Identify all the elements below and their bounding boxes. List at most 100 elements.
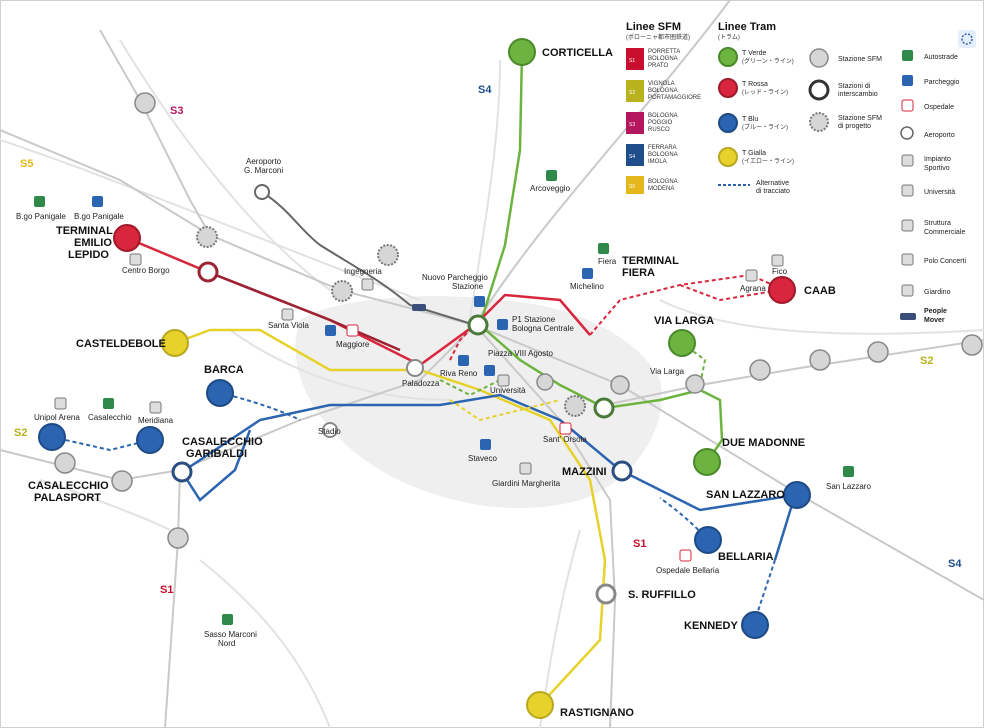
legend-tram-rossa-name: T Rossa xyxy=(742,81,768,88)
label-emilio-lepido-3: LEPIDO xyxy=(68,249,109,261)
label-staveco: Staveco xyxy=(468,454,497,463)
label-sasso-marconi-2: Nord xyxy=(218,639,235,648)
label-fico: Fico xyxy=(772,267,788,276)
legend-sfm-s3-t1: BOLOGNA xyxy=(648,113,678,119)
legend-tram-rossa-sub: (レッド・ライン) xyxy=(742,89,788,96)
sport-icon xyxy=(901,154,914,167)
label-casalecchio: Casalecchio xyxy=(88,413,132,422)
autostrade-icon xyxy=(902,50,913,61)
label-agrana: Agrana xyxy=(740,284,766,293)
label-bgo-panigale-2: B.go Panigale xyxy=(74,212,124,221)
terminal-via-larga-station xyxy=(668,329,696,357)
legend-station-progetto-1: Stazione SFM xyxy=(838,115,882,122)
commercial-icon xyxy=(361,278,374,291)
terminal-corticella-station xyxy=(508,38,536,66)
line-green xyxy=(478,51,724,463)
tag-s3: S3 xyxy=(170,105,183,117)
line-red-dark xyxy=(207,270,401,352)
place-labels: Aeroporto G. Marconi B.go Panigale B.go … xyxy=(16,157,871,648)
rail-s1-se xyxy=(474,324,617,728)
autostrade-icon xyxy=(34,196,45,207)
legend-tram-blu-sub: (ブルー・ライン) xyxy=(742,123,788,131)
interchange-station xyxy=(254,184,270,200)
sfm-station xyxy=(809,349,831,371)
legend-tram-verde: T Verde (グリーン・ライン) xyxy=(718,47,794,67)
legend-alternative-1: Alternative xyxy=(756,180,789,187)
university-icon xyxy=(497,374,510,387)
label-via-larga: VIA LARGA xyxy=(654,315,714,327)
garden-icon xyxy=(519,462,532,475)
legend-poi-parcheggio: Parcheggio xyxy=(924,79,960,86)
legend-sfm-s5-code: S5 xyxy=(629,184,635,190)
sfm-stations xyxy=(54,92,983,549)
legend-sfm-s3-code: S3 xyxy=(629,122,635,128)
hospital-icon xyxy=(679,549,692,562)
label-casalecchio-palasport-2: PALASPORT xyxy=(34,492,101,504)
sfm-station xyxy=(749,359,771,381)
parking-icon xyxy=(92,196,103,207)
label-fiera: Fiera xyxy=(598,257,617,266)
rail-central xyxy=(179,324,476,471)
autostrade-icon xyxy=(546,170,557,181)
label-p1-stazione-1: P1 Stazione xyxy=(512,315,556,324)
label-mazzini: MAZZINI xyxy=(562,466,607,478)
logo-icon xyxy=(958,30,976,48)
people-mover-icon xyxy=(900,313,916,320)
parking-icon xyxy=(458,355,469,366)
sfm-station xyxy=(167,527,189,549)
terminal-rastignano-station xyxy=(526,691,554,719)
legend-station-interscambio-2: interscambio xyxy=(838,91,878,98)
legend-station-interscambio-1: Stazioni di xyxy=(838,83,871,90)
sfm-station xyxy=(196,226,218,248)
legend-sfm-s2-t2: BOLOGNA xyxy=(648,88,678,94)
interchange-station xyxy=(467,314,489,336)
legend: Linee SFM (ボローニャ都市圏鉄道) S1 PORRETTA BOLOG… xyxy=(626,21,966,324)
university-icon xyxy=(901,184,914,197)
sfm-station xyxy=(54,452,76,474)
sfm-station xyxy=(134,92,156,114)
legend-tram-verde-name: T Verde xyxy=(742,50,766,57)
terminal-bellaria-station xyxy=(694,526,722,554)
garden-icon xyxy=(901,284,914,297)
commercial-icon xyxy=(901,219,914,232)
sfm-station xyxy=(111,470,133,492)
legend-sfm-s1-t3: PRATO xyxy=(648,63,668,69)
label-casalecchio-palasport-1: CASALECCHIO xyxy=(28,480,109,492)
tag-s5: S5 xyxy=(20,158,33,170)
legend-sfm-s1-code: S1 xyxy=(629,58,635,64)
legend-sfm-s3-t3: RUSCO xyxy=(648,127,670,133)
tag-s2-b: S2 xyxy=(920,355,933,367)
rail-s4-north xyxy=(474,0,731,326)
autostrade-icon xyxy=(598,243,609,254)
commercial-icon xyxy=(281,308,294,321)
legend-poi-impianto-2: Sportivo xyxy=(924,165,950,172)
line-blue-west xyxy=(180,429,252,502)
legend-tram-gialla-sub: (イエロー・ライン) xyxy=(742,158,794,165)
sfm-station xyxy=(961,334,983,356)
label-ospedale-bellaria: Ospedale Bellaria xyxy=(656,566,720,575)
parking-icon xyxy=(484,365,495,376)
label-kennedy: KENNEDY xyxy=(684,620,738,632)
people-mover-line xyxy=(261,191,476,326)
legend-tram-verde-sub: (グリーン・ライン) xyxy=(742,57,794,65)
legend-poi-autostrade: Autostrade xyxy=(924,54,958,61)
label-paladozza: Paladozza xyxy=(402,379,440,388)
label-casteldebole: CASTELDEBOLE xyxy=(76,338,166,350)
label-emilio-lepido-1: TERMINAL xyxy=(56,225,113,237)
terminal-casalecchio-blue-station xyxy=(38,423,66,451)
label-meridiana: Meridiana xyxy=(138,416,174,425)
commercial-icon xyxy=(771,254,784,267)
label-casalecchio-garibaldi-2: GARIBALDI xyxy=(186,448,247,460)
parking-icon xyxy=(902,75,913,86)
rail-s3 xyxy=(99,29,211,236)
sfm-station xyxy=(331,280,353,302)
legend-poi-struttura-2: Commerciale xyxy=(924,229,965,236)
terminal-stations xyxy=(38,38,811,719)
terminal-emilio-lepido-station xyxy=(113,224,141,252)
label-giardini-margherita: Giardini Margherita xyxy=(492,479,561,488)
interchange-stations xyxy=(171,184,633,605)
hospital-icon xyxy=(346,324,359,337)
interchange-icon xyxy=(808,79,830,101)
legend-poi-impianto-1: Impianto xyxy=(924,156,951,163)
autostrade-icon xyxy=(222,614,233,625)
